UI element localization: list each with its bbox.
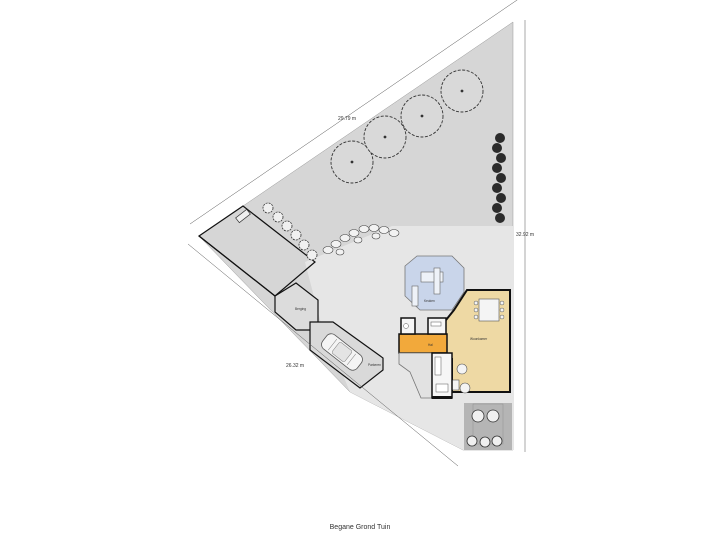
small-trees [262, 202, 318, 261]
large-trees [330, 69, 484, 184]
hall-room [398, 333, 448, 354]
small-tree-icon [262, 202, 274, 214]
hedge [492, 133, 506, 223]
kitchen-label: Keuken [424, 299, 435, 303]
plan-caption: Begane Grond Tuin [329, 524, 391, 531]
storage-label: Berging [295, 307, 306, 311]
living-label: Woonkamer [470, 337, 488, 341]
left-edge-dimension: 26.32 m [286, 363, 304, 369]
top-edge-dimension: 29.79 m [338, 116, 356, 122]
bench-icon [235, 208, 251, 224]
right-edge-dimension: 32.92 m [516, 232, 534, 238]
small-tree-icon [272, 211, 284, 223]
hall-label: Hal [428, 343, 433, 347]
parking-label: Parkeren [368, 363, 381, 367]
car-icon [321, 333, 363, 371]
small-tree-icon [298, 239, 310, 251]
house: Keuken Woonkamer Hal [398, 255, 511, 399]
small-tree-icon [306, 249, 318, 261]
stepping-stones [322, 224, 400, 256]
small-tree-icon [281, 220, 293, 232]
shrub-cluster-icon [466, 409, 503, 448]
small-tree-icon [290, 229, 302, 241]
